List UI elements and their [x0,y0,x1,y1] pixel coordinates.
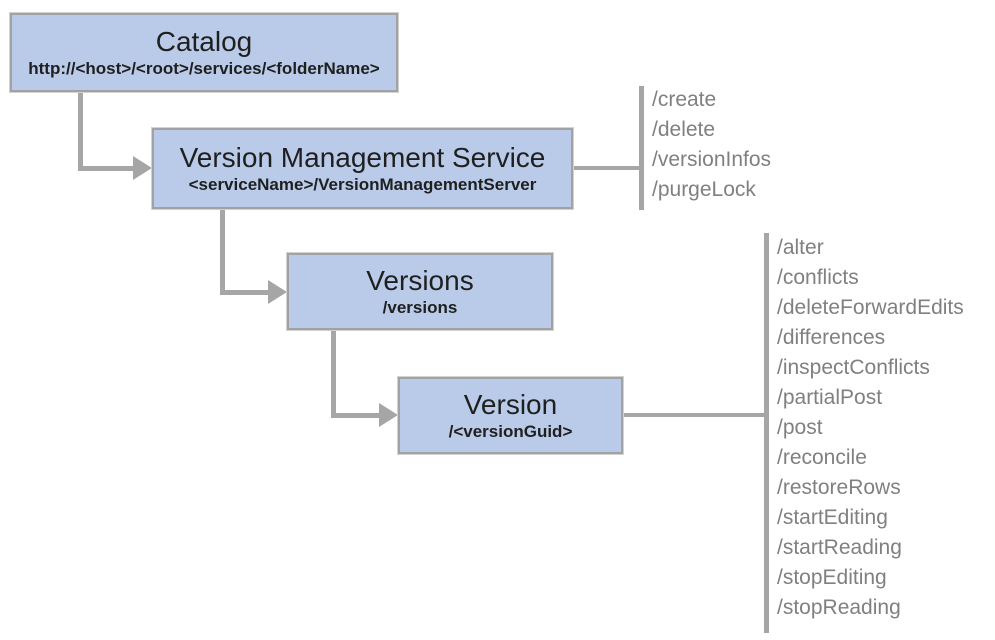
operation-label: /post [777,416,823,439]
version-to-operations-connector [623,413,764,417]
version-node: Version /<versionGuid> [397,376,624,455]
catalog-to-vms-connector-horizontal [78,166,134,171]
operation-label: /startReading [777,536,902,559]
vms-to-operations-connector [573,166,639,170]
vms-operations-list: /create/delete/versionInfos/purgeLock [652,85,771,205]
operation-label: /partialPost [777,386,883,409]
operation-label: /conflicts [777,266,859,289]
versions-node: Versions /versions [286,252,554,331]
catalog-node: Catalog http://<host>/<root>/services/<f… [9,12,399,93]
vms-operations-bracket [639,86,644,210]
operation-label: /stopEditing [777,566,887,589]
vms-to-versions-connector-horizontal [220,290,269,295]
arrow-right-icon [133,156,152,180]
version-operations-list: /alter/conflicts/deleteForwardEdits/diff… [777,233,964,623]
operation-label: /stopReading [777,596,901,619]
operation-label: /delete [652,118,716,141]
vms-path-template: <serviceName>/VersionManagementServer [188,174,537,194]
operation-label: /create [652,88,717,111]
arrow-right-icon [379,403,398,427]
operation-label: /differences [777,326,886,349]
operation-label: /purgeLock [652,178,756,201]
version-operations-bracket [764,233,769,633]
version-path-template: /<versionGuid> [448,421,573,441]
operation-label: /versionInfos [652,148,772,171]
versions-to-version-connector-horizontal [331,413,380,418]
operation-label: /inspectConflicts [777,356,930,379]
version-management-service-node: Version Management Service <serviceName>… [151,127,574,210]
arrow-right-icon [268,280,287,304]
vms-to-versions-connector-vertical [220,209,225,292]
operation-label: /reconcile [777,446,867,469]
catalog-title: Catalog [155,25,253,57]
operation-label: /startEditing [777,506,888,529]
vms-title: Version Management Service [179,141,546,173]
catalog-to-vms-connector-vertical [78,92,83,168]
operation-label: /restoreRows [777,476,901,499]
operation-label: /deleteForwardEdits [777,296,964,319]
versions-title: Versions [366,264,474,296]
catalog-url-template: http://<host>/<root>/services/<folderNam… [28,58,380,78]
versions-to-version-connector-vertical [331,330,336,415]
versions-path-template: /versions [382,297,458,317]
version-title: Version [463,388,558,420]
operation-label: /alter [777,236,824,259]
